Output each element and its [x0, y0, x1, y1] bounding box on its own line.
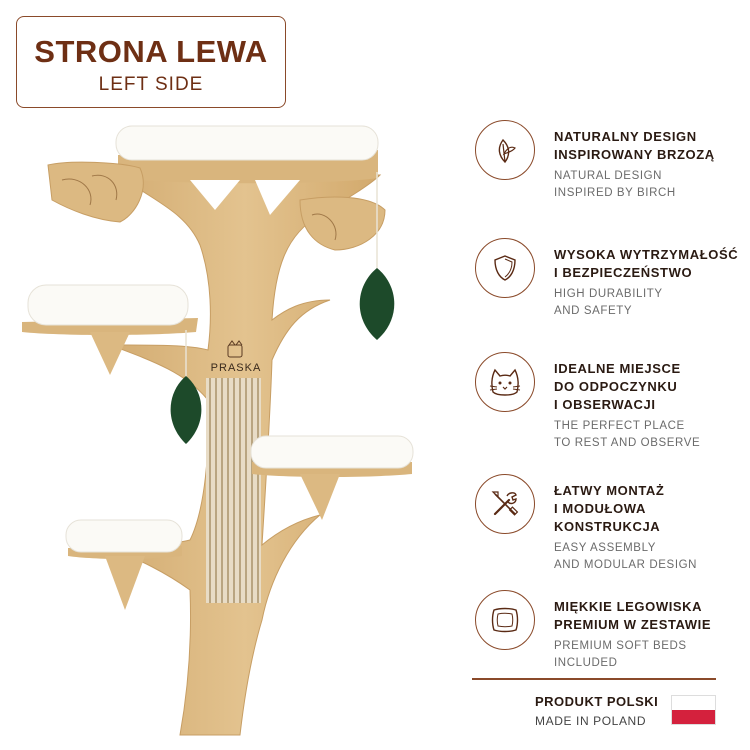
divider-line [472, 678, 716, 680]
feature-item-soft-beds: MIĘKKIE LEGOWISKA PREMIUM W ZESTAWIE PRE… [470, 586, 750, 696]
feature-icon-circle [475, 238, 535, 298]
cat-face-icon [489, 368, 521, 396]
left-branch [47, 161, 144, 223]
feature-title-en: PREMIUM SOFT BEDS INCLUDED [554, 640, 687, 669]
mid-left-cushion [27, 284, 189, 326]
brand-label: PRASKA [211, 362, 262, 374]
page-subtitle: LEFT SIDE [98, 74, 204, 95]
mid-right-cushion [250, 435, 414, 469]
right-branch [299, 196, 386, 251]
top-cushion [115, 125, 379, 161]
feature-title-pl: IDEALNE MIEJSCE DO ODPOCZYNKU I OBSERWAC… [554, 361, 681, 412]
feature-title-pl: NATURALNY DESIGN INSPIROWANY BRZOZĄ [554, 129, 715, 162]
feature-title-pl: WYSOKA WYTRZYMAŁOŚĆ I BEZPIECZEŃSTWO [554, 247, 739, 280]
feature-item-assembly: ŁATWY MONTAŻ I MODUŁOWA KONSTRUKCJA EASY… [470, 470, 750, 580]
hanging-leaf-right [359, 268, 395, 340]
feature-title-en: NATURAL DESIGN INSPIRED BY BIRCH [554, 170, 676, 199]
feature-title-en: HIGH DURABILITY AND SAFETY [554, 288, 663, 317]
feature-icon-circle [475, 590, 535, 650]
hanging-leaf-left [170, 376, 202, 444]
page-title: STRONA LEWA [34, 34, 268, 69]
bottom-left-cushion [65, 519, 183, 553]
feature-title-en: THE PERFECT PLACE TO REST AND OBSERVE [554, 420, 701, 449]
pillow-icon [491, 607, 519, 633]
title-box: STRONA LEWA LEFT SIDE [16, 16, 286, 108]
feature-icon-circle [475, 120, 535, 180]
leaf-icon [498, 138, 516, 164]
origin-block: PRODUKT POLSKI MADE IN POLAND [535, 694, 665, 728]
origin-title-en: MADE IN POLAND [535, 714, 647, 728]
feature-item-durability: WYSOKA WYTRZYMAŁOŚĆ I BEZPIECZEŃSTWO HIG… [470, 234, 750, 344]
origin-title-pl: PRODUKT POLSKI [535, 694, 659, 709]
brand-logo [227, 340, 243, 358]
feature-title-pl: MIĘKKIE LEGOWISKA PREMIUM W ZESTAWIE [554, 599, 712, 632]
feature-icon-circle [475, 474, 535, 534]
sisal-scratcher [206, 378, 261, 603]
feature-item-natural-design: NATURALNY DESIGN INSPIROWANY BRZOZĄ NATU… [470, 116, 750, 226]
feature-title-pl: ŁATWY MONTAŻ I MODUŁOWA KONSTRUKCJA [554, 483, 665, 534]
feature-icon-circle [475, 352, 535, 412]
feature-item-rest-place: IDEALNE MIEJSCE DO ODPOCZYNKU I OBSERWAC… [470, 348, 750, 458]
tools-icon [491, 491, 519, 516]
feature-title-en: EASY ASSEMBLY AND MODULAR DESIGN [554, 542, 698, 571]
poland-flag-icon [671, 695, 716, 725]
cat-tree-illustration: PRASKA [22, 125, 414, 736]
shield-icon [494, 255, 516, 281]
